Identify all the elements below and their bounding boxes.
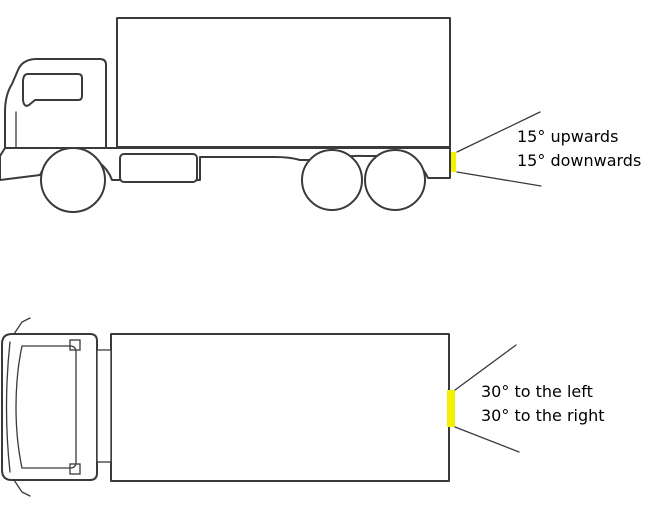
cab-mark-bottom <box>69 463 81 475</box>
cab-window <box>22 73 83 107</box>
side-angle-label: 15° upwards 15° downwards <box>517 125 641 173</box>
rear-wheel-2 <box>364 149 426 211</box>
cargo-box-side <box>116 17 451 148</box>
angle-left-text: 30° to the left <box>481 382 593 401</box>
top-angle-label: 30° to the left 30° to the right <box>481 380 605 428</box>
truck-side-view <box>0 17 542 213</box>
angle-line-downward <box>456 171 542 187</box>
angle-line-right <box>454 426 520 453</box>
mirror-left <box>13 317 31 335</box>
angle-up-text: 15° upwards <box>517 127 619 146</box>
angle-right-text: 30° to the right <box>481 406 605 425</box>
cab-connector <box>96 349 112 463</box>
rear-sensor-top <box>447 390 455 427</box>
mirror-right <box>13 479 31 497</box>
cab-top <box>1 333 98 481</box>
rear-wheel-1 <box>301 149 363 211</box>
rear-sensor-side <box>451 152 456 172</box>
cargo-box-top <box>110 333 450 482</box>
angle-down-text: 15° downwards <box>517 151 642 170</box>
windshield <box>5 341 11 473</box>
cab-mark-top <box>69 339 81 351</box>
cab-side <box>4 58 107 149</box>
angle-line-upward <box>456 111 541 153</box>
front-wheel <box>40 147 106 213</box>
fuel-tank <box>119 153 198 183</box>
truck-top-view <box>1 317 520 497</box>
angle-line-left <box>454 344 517 391</box>
